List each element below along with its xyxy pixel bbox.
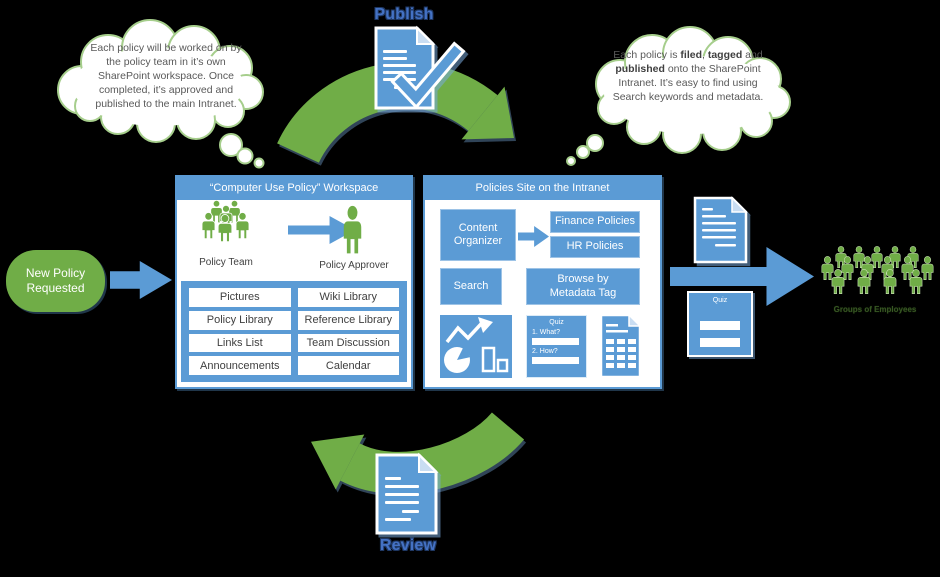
publish-label: Publish: [374, 6, 434, 23]
spreadsheet-document-icon: [599, 313, 642, 379]
charts-icon-art: [444, 317, 509, 373]
review-cycle-arrow: [311, 411, 525, 494]
tile-calendar: Calendar: [297, 356, 399, 375]
browse-metadata-shape: Browse by Metadata Tag: [526, 268, 640, 305]
thought-right-bold: tagged: [707, 49, 743, 61]
tile-reference-library: Reference Library: [297, 310, 399, 330]
quiz-panel: Quiz 1. What? 2. How?: [526, 315, 587, 378]
thought-bubble-left: [57, 19, 265, 169]
thought-right-seg: Each policy is: [613, 49, 681, 61]
tile-links-list: Links List: [189, 333, 291, 353]
person-icon: [343, 205, 362, 254]
review-label: Review: [379, 537, 437, 554]
workspace-tile-panel: Pictures Wiki Library Policy Library Ref…: [181, 281, 407, 382]
quiz-doc-field-2: [700, 338, 740, 347]
published-document-icon: [693, 196, 748, 264]
people-group-icon: [201, 200, 250, 242]
new-policy-requested-shape: New Policy Requested: [6, 250, 105, 312]
tile-pictures: Pictures: [189, 288, 291, 307]
document-icon: [375, 452, 439, 535]
groups-of-employees-label: Groups of Employees: [833, 305, 917, 314]
tile-wiki-library: Wiki Library: [297, 288, 399, 307]
quiz-answer-field-2: [532, 357, 579, 364]
arrow-start-to-workspace: [110, 261, 172, 299]
quiz-doc-title: Quiz: [712, 297, 728, 304]
quiz-doc-field-1: [700, 321, 740, 330]
thought-left-text: Each policy will be worked on by the pol…: [90, 42, 242, 110]
search-shape: Search: [440, 268, 502, 305]
thought-tail-circles: [566, 134, 604, 166]
thought-right-bold: published: [615, 62, 665, 75]
policy-approver-label: Policy Approver: [319, 260, 389, 271]
quiz-question-1: 1. What?: [532, 329, 561, 336]
thought-tail-circles: [219, 133, 265, 169]
intranet-box-title: Policies Site on the Intranet: [425, 177, 660, 200]
quiz-question-2: 2. How?: [532, 348, 558, 355]
document-check-icon: [374, 25, 466, 110]
thought-right-seg: and: [742, 49, 763, 61]
thought-right-seg: ,: [702, 49, 708, 61]
tile-team-discussion: Team Discussion: [297, 333, 399, 353]
quiz-panel-title: Quiz: [549, 319, 564, 326]
workspace-box-title: “Computer Use Policy” Workspace: [177, 177, 411, 200]
thought-right-bold: filed: [680, 49, 702, 61]
charts-icon: [440, 315, 512, 378]
thought-right-text: Each policy is filed, tagged and publish…: [602, 49, 774, 105]
thought-right-seg: onto the SharePoint Intranet. It’s easy …: [612, 62, 764, 103]
finance-policies-shape: Finance Policies: [550, 211, 640, 233]
policy-team-label: Policy Team: [199, 257, 253, 268]
quiz-form-icon: Quiz: [687, 291, 753, 357]
hr-policies-shape: HR Policies: [550, 236, 640, 258]
content-organizer-shape: Content Organizer: [440, 209, 516, 261]
thought-bubble-right: [566, 26, 791, 166]
tile-announcements: Announcements: [189, 356, 291, 375]
tile-policy-library: Policy Library: [189, 310, 291, 330]
quiz-answer-field-1: [532, 338, 579, 345]
